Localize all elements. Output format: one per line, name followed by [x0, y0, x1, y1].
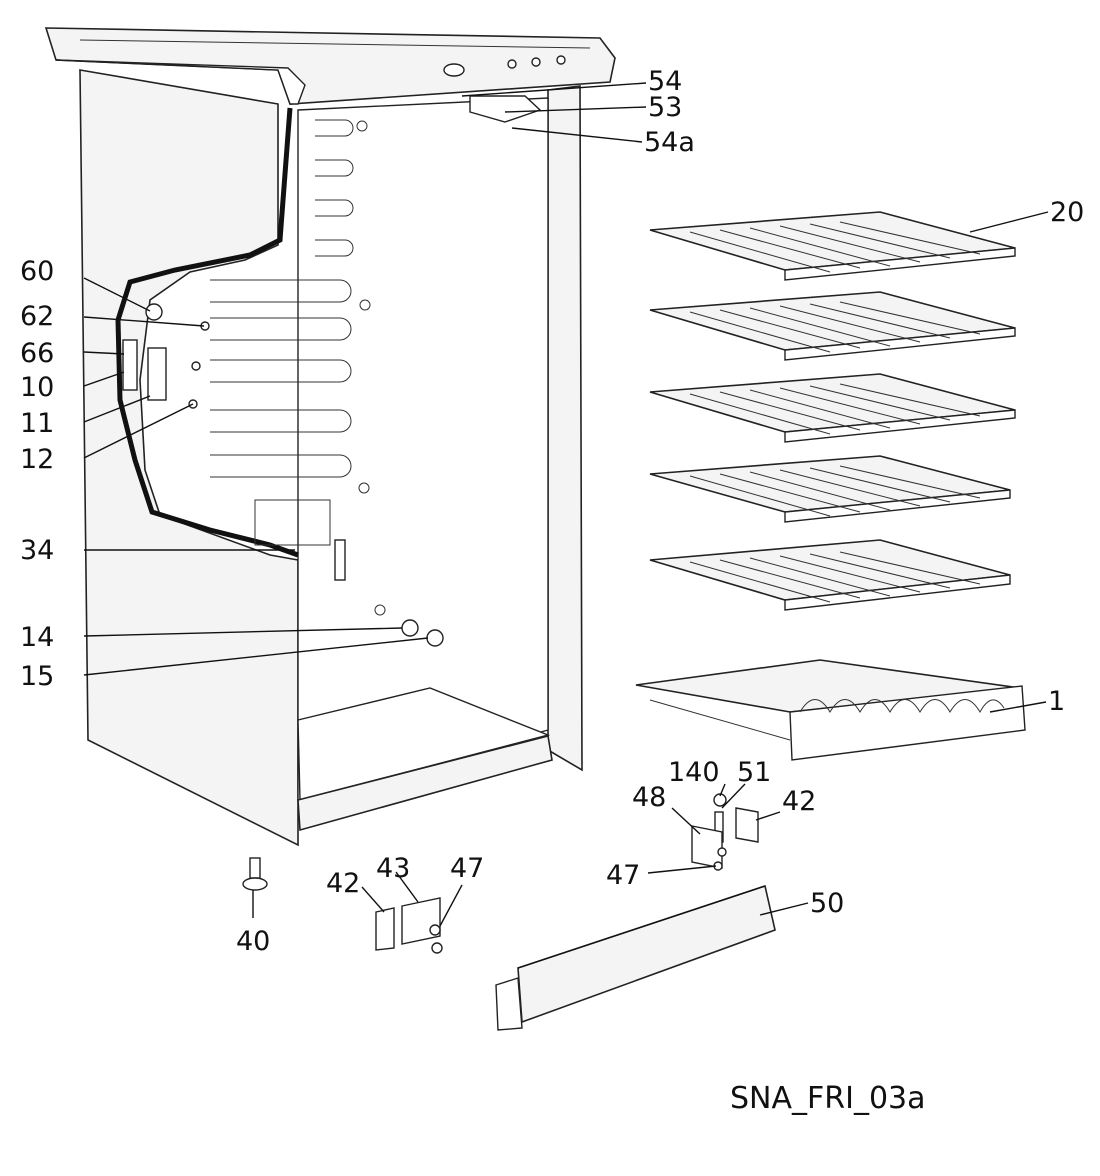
thermostat-housing — [254, 499, 331, 546]
diagram-code: SNA_FRI_03a — [730, 1081, 926, 1116]
leader-lines — [83, 82, 1049, 927]
hinge-plate — [147, 347, 167, 401]
cabinet — [44, 27, 616, 847]
callout-42-left: 42 — [326, 868, 360, 899]
kick-plate-end — [495, 977, 523, 1031]
upper-hinge — [122, 339, 138, 391]
callout-54a: 54a — [644, 127, 695, 158]
callout-51: 51 — [737, 757, 771, 788]
shelf — [649, 291, 1016, 361]
kick-plate-body — [517, 884, 776, 1024]
callout-62: 62 — [20, 301, 54, 332]
lower-hinge-left — [375, 897, 443, 954]
washer-icon — [713, 793, 727, 807]
drain-washer — [426, 629, 444, 647]
cabinet-floor — [297, 687, 551, 801]
screw-icon — [429, 924, 441, 936]
callout-34: 34 — [20, 535, 54, 566]
shelf — [649, 211, 1016, 281]
cabinet-bottom-front — [297, 735, 553, 832]
callout-1: 1 — [1048, 686, 1065, 717]
shelf — [649, 373, 1016, 443]
hinge-spacer — [735, 807, 759, 843]
cabinet-top-edge — [55, 59, 306, 105]
callout-54: 54 — [648, 66, 682, 97]
callout-43: 43 — [376, 853, 410, 884]
cabinet-inner-back — [297, 97, 549, 801]
cabinet-left-side — [79, 69, 299, 847]
callout-14: 14 — [20, 622, 54, 653]
callout-40: 40 — [236, 926, 270, 957]
screw-icon — [431, 942, 443, 954]
knob-icon — [507, 59, 517, 69]
callout-140: 140 — [668, 757, 720, 788]
callout-42-right: 42 — [782, 786, 816, 817]
shelf — [649, 455, 1011, 523]
display-icon — [443, 63, 465, 77]
adjustable-foot — [242, 857, 268, 891]
callout-48: 48 — [632, 782, 666, 813]
thermostat-sensor — [334, 539, 346, 581]
top-bracket — [469, 95, 542, 123]
callout-11: 11 — [20, 408, 54, 439]
callout-53: 53 — [648, 92, 682, 123]
door-gasket — [115, 107, 299, 558]
knob-icon — [531, 57, 541, 67]
shelf — [649, 539, 1011, 611]
kick-plate — [495, 884, 776, 1031]
callout-47-left: 47 — [450, 853, 484, 884]
bottle-rack — [635, 659, 1026, 761]
callout-labels: 54 53 54a 20 60 62 66 10 11 12 34 14 15 … — [20, 66, 1084, 957]
cabinet-front-frame — [547, 85, 583, 772]
callout-15: 15 — [20, 661, 54, 692]
knob-icon — [556, 55, 566, 65]
hinge-spacer — [375, 907, 395, 951]
screw-icon — [717, 847, 727, 857]
hinge-cap — [145, 303, 163, 321]
callout-50: 50 — [810, 888, 844, 919]
callout-20: 20 — [1050, 197, 1084, 228]
lower-hinge-right — [691, 793, 759, 871]
callout-12: 12 — [20, 444, 54, 475]
callout-60: 60 — [20, 256, 54, 287]
hinge-bracket — [401, 897, 441, 945]
callout-66: 66 — [20, 338, 54, 369]
callout-47-right: 47 — [606, 860, 640, 891]
callout-10: 10 — [20, 372, 54, 403]
wire-shelves — [649, 211, 1016, 611]
drain-plug — [401, 619, 419, 637]
